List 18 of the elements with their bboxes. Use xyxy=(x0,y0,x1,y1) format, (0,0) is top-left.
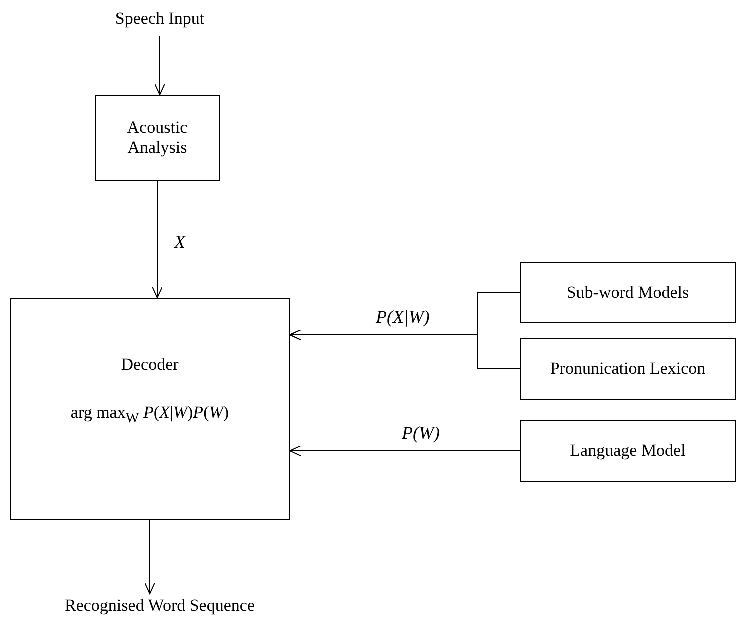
arrow xyxy=(144,520,156,594)
box-label: Sub-word Models xyxy=(566,282,690,302)
process-box xyxy=(95,95,220,181)
model-box xyxy=(520,262,736,323)
arrow xyxy=(290,446,520,456)
model-box xyxy=(520,420,736,482)
box-label: Pronunication Lexicon xyxy=(550,359,706,379)
formula-text: arg max$_{W}$ P(X|W)P(W) xyxy=(70,403,230,428)
output-text: Recognised Word Sequence xyxy=(40,594,280,618)
box-label: Decoder xyxy=(121,355,179,375)
input-text: Speech Input xyxy=(95,6,225,32)
lexicon-box xyxy=(520,338,736,400)
box-label: Language Model xyxy=(570,441,686,461)
arrow xyxy=(154,36,166,96)
arrow xyxy=(152,180,163,298)
arrow xyxy=(290,330,520,370)
decoder-box xyxy=(10,298,290,520)
box-label: Acoustic Analysis xyxy=(126,118,189,158)
